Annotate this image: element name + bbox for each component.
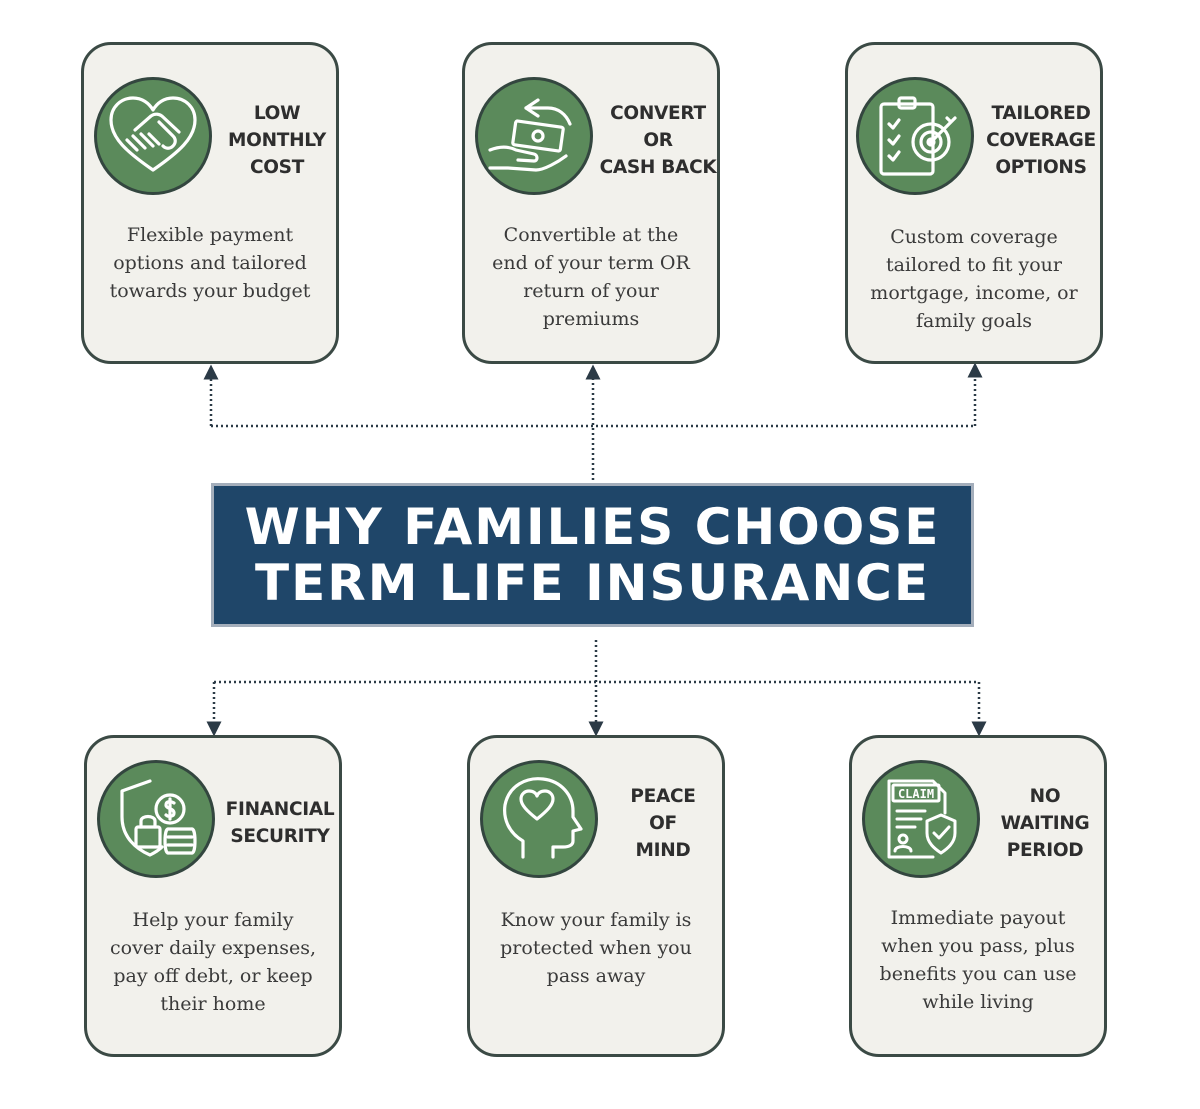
icon-badge [480,760,598,878]
card-description: Know your family is protected when you p… [500,909,692,987]
card-title: CONVERT OR CASH BACK [599,102,717,178]
claim-document-shield-icon: CLAIM [887,779,957,859]
card-title: NO WAITING PERIOD [1000,785,1090,861]
benefit-card-tailored-coverage-options: TAILORED COVERAGE OPTIONS Custom coverag… [845,42,1103,364]
card-title: TAILORED COVERAGE OPTIONS [986,102,1096,178]
benefit-card-low-monthly-cost: LOW MONTHLY COST Flexible payment option… [81,42,339,364]
benefit-card-convert-or-cash-back: CONVERT OR CASH BACK Convertible at the … [462,42,720,364]
svg-text:CLAIM: CLAIM [898,787,934,801]
shield-lock-coins-icon [120,779,197,857]
card-description: Immediate payout when you pass, plus ben… [879,907,1077,1013]
handshake-heart-icon [109,96,197,172]
card-description: Help your family cover daily expenses, p… [110,909,316,1015]
main-title: WHY FAMILIES CHOOSE TERM LIFE INSURANCE [244,498,941,612]
benefit-card-peace-of-mind: PEACE OF MIND Know your family is protec… [467,735,725,1057]
icon-badge [475,77,593,195]
icon-badge [97,760,215,878]
benefit-card-no-waiting-period: CLAIM NO WAITING PERIOD Immediate payout… [849,735,1107,1057]
card-title: FINANCIAL SECURITY [225,799,335,847]
icon-badge [856,77,974,195]
card-description: Convertible at the end of your term OR r… [492,224,690,330]
card-title: PEACE OF MIND [630,785,696,861]
card-description: Flexible payment options and tailored to… [109,224,311,302]
main-title-banner: WHY FAMILIES CHOOSE TERM LIFE INSURANCE [211,483,974,627]
card-title: LOW MONTHLY COST [228,102,326,178]
benefit-card-financial-security: FINANCIAL SECURITY Help your family cove… [84,735,342,1057]
head-heart-icon [503,777,583,859]
icon-badge [94,77,212,195]
money-hand-arrow-icon [488,98,572,172]
clipboard-target-icon [879,96,957,176]
icon-badge: CLAIM [862,760,980,878]
card-description: Custom coverage tailored to fit your mor… [870,226,1078,332]
